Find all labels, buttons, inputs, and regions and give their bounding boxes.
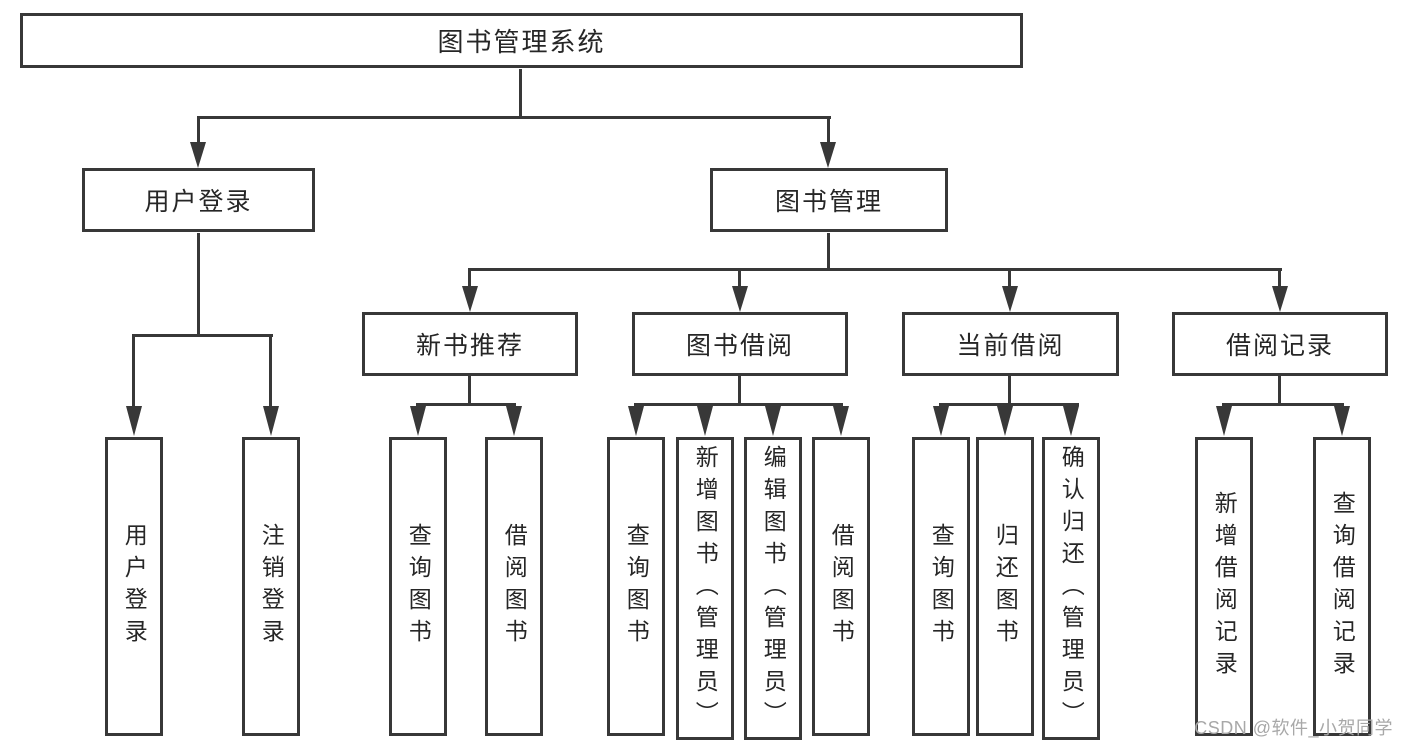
node-book-borrowing: 图书借阅 <box>632 312 848 376</box>
node-book-management-label: 图书管理 <box>774 188 883 216</box>
node-book-management: 图书管理 <box>710 168 948 232</box>
leaf-add-books-admin: 新增图书（管理员） <box>676 437 734 740</box>
connector-records-bar <box>1222 403 1344 406</box>
arrow-down-icon <box>263 406 279 436</box>
node-root: 图书管理系统 <box>20 13 1023 68</box>
arrow-down-icon <box>1334 406 1350 436</box>
arrow-down-icon <box>997 406 1013 436</box>
node-current-borrowing: 当前借阅 <box>902 312 1119 376</box>
leaf-add-books-admin-label: 新增图书（管理员） <box>692 444 719 733</box>
connector-recommend-bar <box>416 403 516 406</box>
arrow-down-icon <box>933 406 949 436</box>
arrow-down-icon <box>732 286 748 312</box>
arrow-down-icon <box>697 406 713 436</box>
arrow-down-icon <box>126 406 142 436</box>
connector-book-management-stem <box>827 233 830 271</box>
connector-level3-bar <box>468 268 1282 271</box>
arrow-down-icon <box>1063 406 1079 436</box>
connector-drop-user-login <box>197 116 200 149</box>
connector-drop-level3 <box>1008 268 1011 290</box>
arrow-down-icon <box>820 142 836 168</box>
arrow-down-icon <box>628 406 644 436</box>
node-current-borrowing-label: 当前借阅 <box>956 332 1065 360</box>
node-borrow-records-label: 借阅记录 <box>1225 332 1334 360</box>
connector-borrowing-bar <box>634 403 843 406</box>
leaf-query-books-current-label: 查询图书 <box>928 522 955 651</box>
connector-records-stem <box>1278 376 1281 406</box>
node-new-book-recommend: 新书推荐 <box>362 312 578 376</box>
leaf-confirm-return-admin: 确认归还（管理员） <box>1042 437 1100 740</box>
leaf-borrow-books: 借阅图书 <box>812 437 870 736</box>
leaf-borrow-books-recommend-label: 借阅图书 <box>501 522 528 651</box>
leaf-query-books-current: 查询图书 <box>912 437 970 736</box>
connector-drop-level3 <box>1278 268 1281 290</box>
connector-drop-book-management <box>827 116 830 149</box>
connector-borrowing-stem <box>738 376 741 406</box>
leaf-user-login-label: 用户登录 <box>121 522 148 651</box>
leaf-query-books-borrowing-label: 查询图书 <box>623 522 650 651</box>
leaf-confirm-return-admin-label: 确认归还（管理员） <box>1058 444 1085 733</box>
arrow-down-icon <box>833 406 849 436</box>
connector-recommend-stem <box>468 376 471 406</box>
watermark: CSDN @软件_小贺同学 <box>1194 718 1393 738</box>
connector-user-login-bar <box>132 334 273 337</box>
arrow-down-icon <box>765 406 781 436</box>
connector-drop-leaf <box>269 334 272 408</box>
leaf-borrow-books-recommend: 借阅图书 <box>485 437 543 736</box>
leaf-query-borrow-record: 查询借阅记录 <box>1313 437 1371 736</box>
arrow-down-icon <box>410 406 426 436</box>
node-user-login: 用户登录 <box>82 168 315 232</box>
connector-current-stem <box>1008 376 1011 406</box>
arrow-down-icon <box>1216 406 1232 436</box>
node-borrow-records: 借阅记录 <box>1172 312 1388 376</box>
connector-root-stem <box>519 69 522 118</box>
leaf-query-books-borrowing: 查询图书 <box>607 437 665 736</box>
leaf-logout-label: 注销登录 <box>258 522 285 651</box>
leaf-add-borrow-record: 新增借阅记录 <box>1195 437 1253 736</box>
connector-user-login-stem <box>197 233 200 337</box>
leaf-borrow-books-label: 借阅图书 <box>828 522 855 651</box>
arrow-down-icon <box>506 406 522 436</box>
arrow-down-icon <box>1002 286 1018 312</box>
leaf-logout: 注销登录 <box>242 437 300 736</box>
node-new-book-recommend-label: 新书推荐 <box>415 332 524 360</box>
leaf-edit-books-admin-label: 编辑图书（管理员） <box>760 444 787 733</box>
leaf-user-login: 用户登录 <box>105 437 163 736</box>
leaf-return-books: 归还图书 <box>976 437 1034 736</box>
arrow-down-icon <box>190 142 206 168</box>
connector-drop-level3 <box>468 268 471 290</box>
leaf-add-borrow-record-label: 新增借阅记录 <box>1211 490 1238 683</box>
node-user-login-label: 用户登录 <box>144 188 253 216</box>
leaf-edit-books-admin: 编辑图书（管理员） <box>744 437 802 740</box>
leaf-return-books-label: 归还图书 <box>992 522 1019 651</box>
connector-drop-level3 <box>738 268 741 290</box>
node-root-label: 图书管理系统 <box>437 27 606 57</box>
arrow-down-icon <box>462 286 478 312</box>
connector-current-bar <box>939 403 1079 406</box>
node-book-borrowing-label: 图书借阅 <box>685 332 794 360</box>
leaf-query-borrow-record-label: 查询借阅记录 <box>1329 490 1356 683</box>
connector-drop-leaf <box>132 334 135 408</box>
leaf-query-books-recommend-label: 查询图书 <box>405 522 432 651</box>
leaf-query-books-recommend: 查询图书 <box>389 437 447 736</box>
arrow-down-icon <box>1272 286 1288 312</box>
connector-level2-bar <box>197 116 831 119</box>
